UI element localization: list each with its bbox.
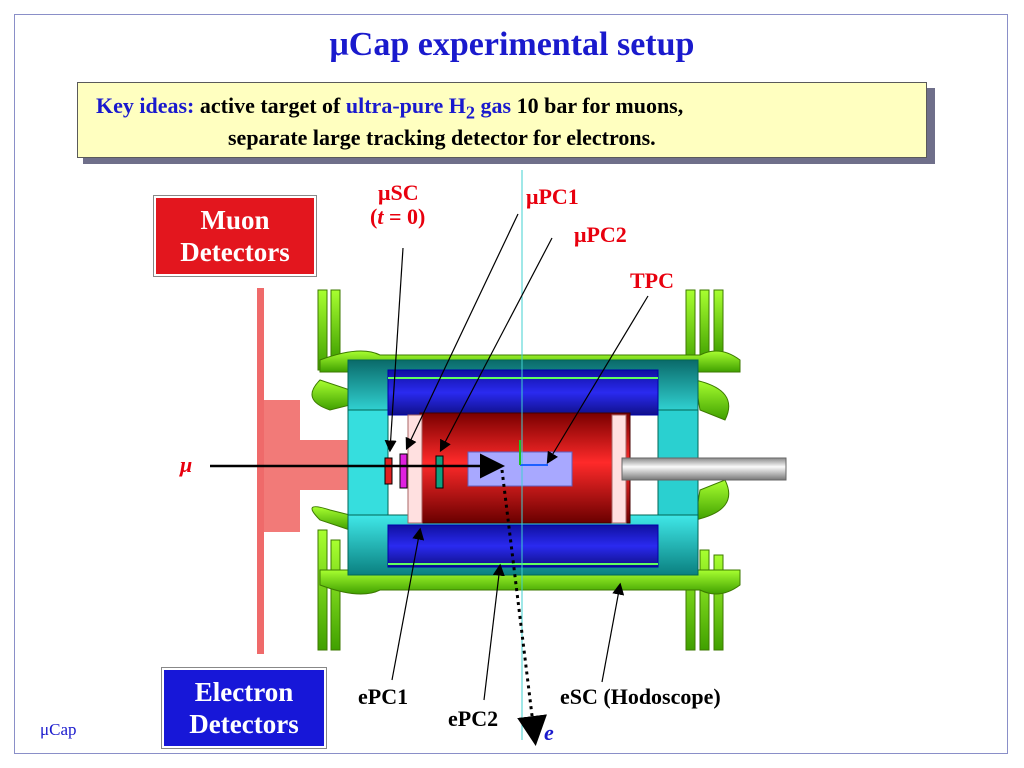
label-mupc1: μPC1 <box>526 184 579 209</box>
beam-pipe <box>621 457 787 481</box>
leader-lines <box>384 213 649 701</box>
label-tpc: TPC <box>630 268 674 293</box>
leader-esc <box>601 582 625 683</box>
muon-detectors-line2: Detectors <box>180 237 290 267</box>
key-ideas-h2-text: ultra-pure H2 gas <box>345 93 512 123</box>
leader-mupc1 <box>405 213 519 451</box>
slide-border <box>14 14 1008 754</box>
label-mupc2: μPC2 <box>574 222 627 247</box>
electron-detectors-box: Electron Detectors <box>161 667 327 749</box>
key-ideas-text-a: active target of <box>199 93 341 118</box>
leader-tpc <box>546 295 649 465</box>
key-ideas-box: Key ideas: active target of ultra-pure H… <box>77 82 927 158</box>
key-ideas-text-d: 10 bar for muons, <box>516 93 684 118</box>
mupc2-chamber <box>435 455 444 489</box>
label-e: e <box>544 720 554 745</box>
label-mu: μ <box>180 452 193 477</box>
h2-subscript: 2 <box>465 102 476 123</box>
label-musc: μSC <box>378 180 419 205</box>
electron-detectors-line2: Detectors <box>189 709 299 739</box>
muon-detectors-line1: Muon <box>200 205 270 235</box>
footer-label: μCap <box>40 720 77 739</box>
coordinate-axes-icon <box>519 440 548 466</box>
leader-epc1 <box>391 527 425 681</box>
electron-track <box>500 469 547 746</box>
key-ideas-line2: separate large tracking detector for ele… <box>228 125 656 150</box>
epc-chambers <box>387 369 659 568</box>
label-esc: eSC (Hodoscope) <box>560 684 721 709</box>
muon-detectors-box: Muon Detectors <box>153 195 317 277</box>
label-t0: (t = 0) <box>370 204 426 229</box>
leader-musc <box>384 247 404 453</box>
mupc1-chamber <box>399 453 408 489</box>
label-epc1: ePC1 <box>358 684 409 709</box>
key-ideas-label: Key ideas: <box>96 93 195 118</box>
key-ideas-line1: Key ideas: active target of ultra-pure H… <box>96 93 683 123</box>
musc-counter <box>384 457 393 485</box>
page-title: μCap experimental setup <box>329 26 695 63</box>
beam-flange <box>257 288 360 654</box>
electron-detectors-line1: Electron <box>194 677 294 707</box>
leader-epc2 <box>483 563 505 701</box>
leader-mupc2 <box>439 237 553 453</box>
label-epc2: ePC2 <box>448 706 499 731</box>
